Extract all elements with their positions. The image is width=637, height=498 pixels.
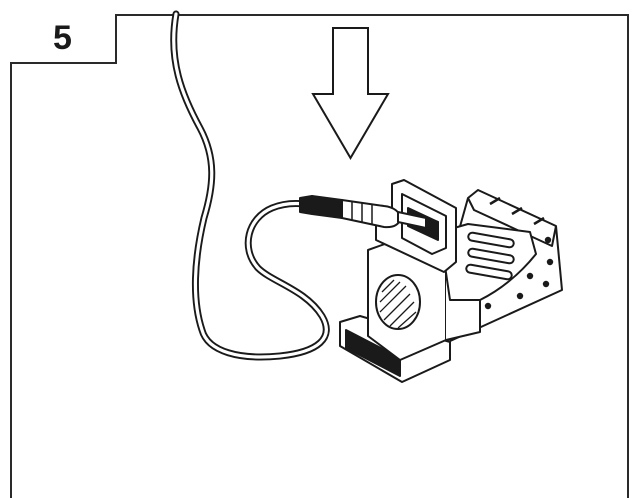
arrow-down-icon — [311, 27, 390, 160]
step-number-box: 5 — [10, 14, 117, 64]
soldering-iron-icon — [299, 195, 439, 233]
step-number: 5 — [53, 19, 72, 57]
power-cable-icon — [170, 10, 330, 361]
